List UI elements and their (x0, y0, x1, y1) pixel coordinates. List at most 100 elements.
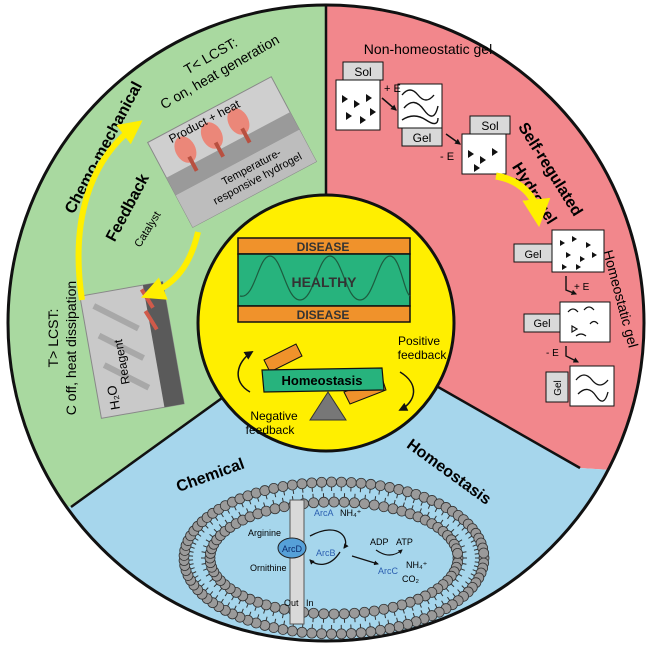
lipid-head (384, 482, 396, 493)
lipid-head (349, 607, 360, 619)
vial-gel-1: Gel (397, 83, 443, 147)
negative-label-1: Negative (250, 409, 298, 423)
lipid-head (278, 501, 290, 513)
lipid-head (269, 601, 281, 613)
transporter-channel (289, 499, 305, 625)
non-homeostatic-label: Non-homeostatic gel (364, 41, 492, 57)
svg-text:Gel: Gel (553, 380, 564, 396)
lipid-head (286, 625, 298, 637)
out-label: Out (284, 598, 299, 608)
lipid-head (393, 484, 405, 495)
seesaw-orange-left (263, 343, 303, 373)
arginine-label: Arginine (248, 528, 281, 538)
lipid-head (378, 501, 390, 513)
lipid-head (308, 607, 319, 619)
lipid-head (336, 476, 347, 488)
healthy-wave (239, 255, 411, 301)
disease-bottom-label: DISEASE (297, 308, 350, 322)
lipid-head (318, 608, 330, 620)
lipid-head (374, 480, 386, 492)
lipid-vesicle (178, 476, 490, 640)
lipid-head (374, 624, 386, 636)
lipid-head (268, 622, 280, 633)
vial-gel-2: Gel (513, 229, 605, 273)
nh4-b-label: NH₄⁺ (406, 560, 428, 570)
lipid-head (368, 499, 380, 511)
seesaw-fulcrum (309, 391, 347, 421)
lipid-head (365, 478, 377, 490)
hydrogel-top-image: Product + heat Temperature- responsive h… (146, 76, 318, 228)
healthy-label: HEALTHY (291, 274, 357, 290)
lipid-head (396, 599, 408, 611)
lipid-head (359, 606, 370, 618)
adp-label: ADP (370, 537, 389, 547)
svg-text:Gel: Gel (413, 131, 432, 145)
svg-text:+ E: + E (384, 83, 401, 95)
arcb-label: ArcB (316, 548, 336, 558)
lipid-head (393, 621, 405, 632)
lipid-head (328, 496, 340, 508)
lipid-head (268, 483, 280, 494)
in-label: In (306, 598, 314, 608)
arcd-enzyme (277, 537, 307, 559)
nh4-a-label: NH₄⁺ (340, 508, 362, 518)
arcd-label: ArcD (282, 544, 303, 554)
green-bottom-line-2: C off, heat dissipation (63, 281, 79, 415)
lipid-head (259, 485, 271, 496)
lipid-head (326, 476, 337, 488)
homeostasis-bar (261, 367, 385, 393)
lipid-head (306, 627, 318, 639)
vial-sol-1: Sol (335, 61, 384, 131)
svg-text:- E: - E (440, 151, 454, 163)
ornithine-label: Ornithine (250, 563, 287, 573)
negative-loop-arrow (237, 351, 254, 393)
lipid-head (318, 496, 330, 508)
arcc-label: ArcC (378, 566, 399, 576)
lipid-head (316, 628, 328, 640)
disease-bottom-band (237, 305, 411, 323)
lipid-head (345, 628, 357, 639)
yellow-arrow-up (75, 120, 143, 301)
vial-gel-3: Gel (523, 301, 611, 343)
lipid-head (260, 505, 272, 517)
lipid-head (277, 624, 289, 635)
lipid-head (387, 503, 399, 515)
lipid-head (336, 628, 347, 640)
lipid-head (326, 628, 337, 640)
lipid-head (355, 627, 367, 639)
green-bottom-line-1: T> LCST: (45, 309, 61, 368)
yellow-arrow-red (495, 172, 551, 228)
svg-text:Gel: Gel (524, 249, 541, 261)
lipid-head (328, 608, 340, 620)
lipid-head (402, 618, 413, 630)
lipid-head (378, 603, 390, 615)
center-homeostasis-circle: DISEASE HEALTHY DISEASE Homeostasis Posi… (196, 193, 456, 453)
lipid-head (338, 496, 350, 508)
svg-text:Sol: Sol (481, 119, 498, 133)
lipid-head (355, 477, 367, 489)
yellow-arrow-down (141, 231, 201, 300)
lipid-head (306, 477, 318, 489)
lipid-head (387, 601, 399, 613)
lipid-head (308, 497, 319, 509)
svg-text:Gel: Gel (533, 318, 550, 330)
lipid-head (452, 547, 463, 559)
lipid-head (338, 608, 350, 620)
hydrogel-bottom-image: Reagent H₂O (79, 281, 185, 419)
lipid-head (365, 626, 377, 638)
lipid-head (384, 623, 396, 634)
arca-label: ArcA (314, 508, 334, 518)
lipid-head (368, 605, 380, 617)
lipid-head (345, 477, 357, 488)
positive-label-2: feedback (398, 348, 448, 362)
lipid-head (296, 478, 308, 490)
water-label: H₂O (104, 384, 123, 411)
lipid-head (316, 476, 328, 488)
homeostasis-label: Homeostasis (282, 373, 363, 388)
lipid-head (286, 479, 298, 491)
lipid-head (269, 503, 281, 515)
vial-sol-2: Sol (461, 115, 511, 175)
svg-text:Sol: Sol (354, 65, 371, 79)
red-sector (326, 5, 644, 641)
